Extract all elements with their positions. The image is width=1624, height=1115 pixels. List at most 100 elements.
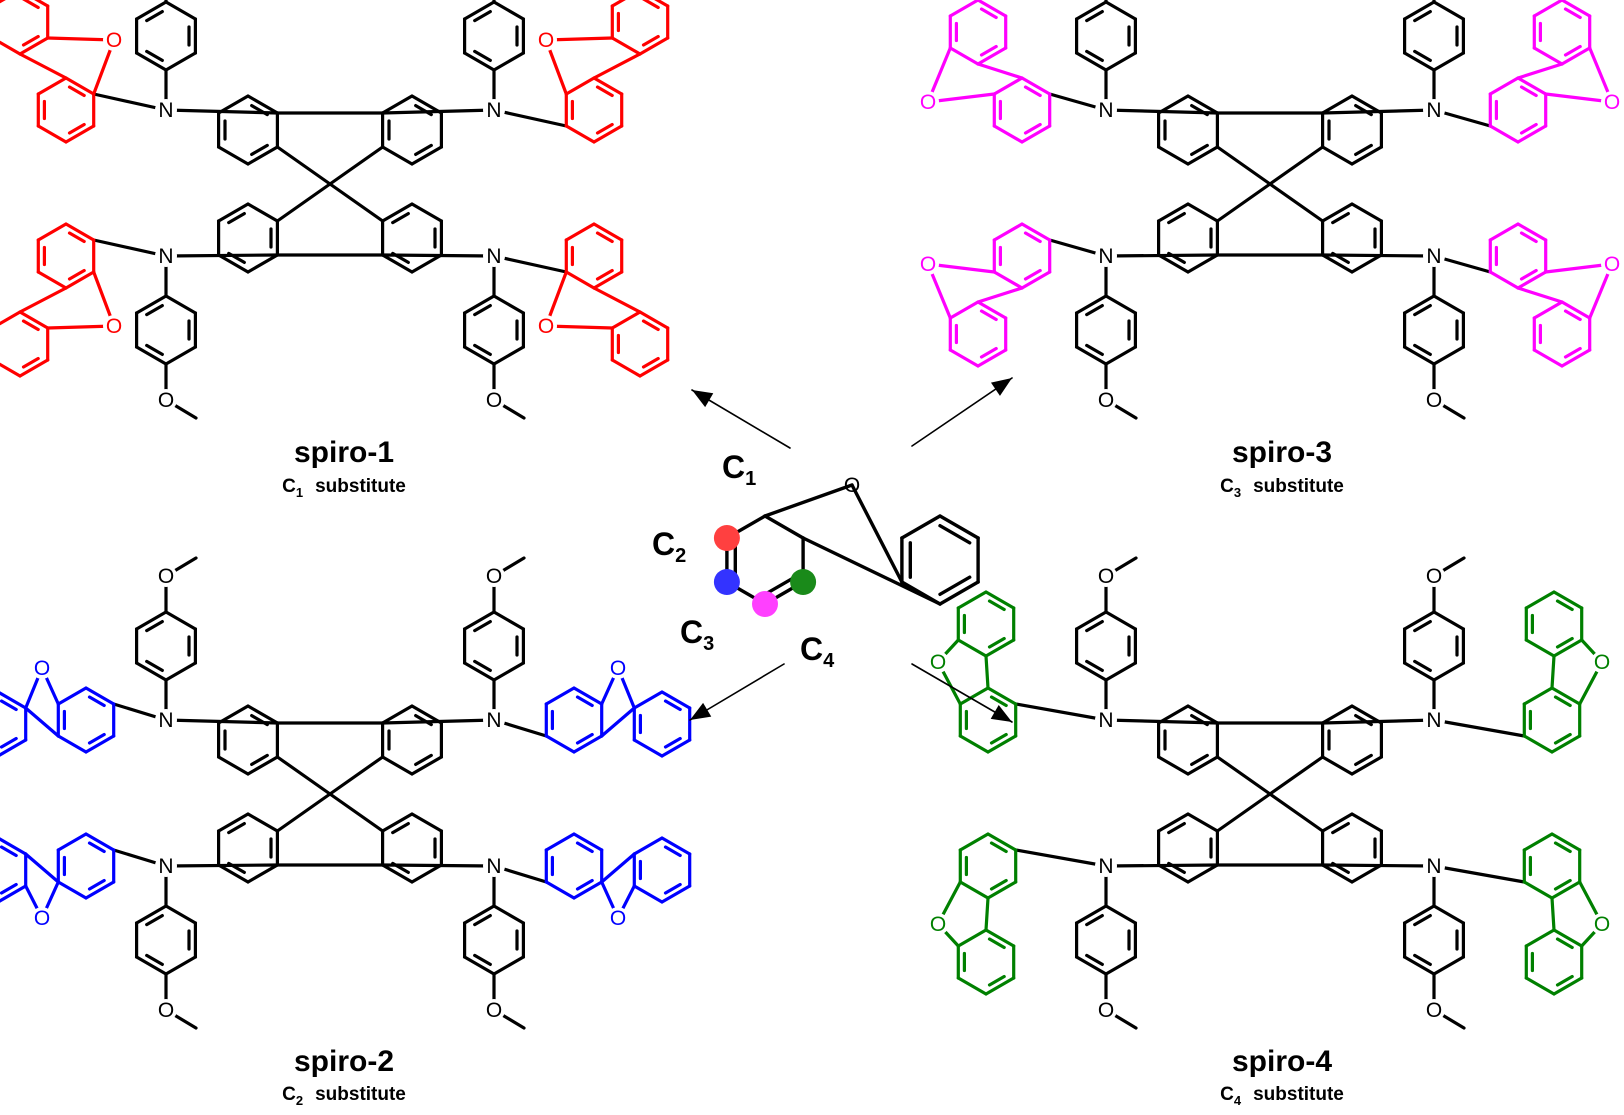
spiro-bond [1215,792,1272,833]
ring-bond [381,704,414,725]
ring-bond [56,880,88,900]
ring-bond [1350,202,1384,223]
ring-bond [36,76,68,96]
ring-bond [1532,348,1564,368]
double-bond [1413,913,1432,927]
ring-bond [986,686,1018,706]
ring-bond [1320,812,1354,833]
ring-bond [0,884,28,903]
dbf-ring-a [56,832,116,900]
ring-bond [1432,51,1466,72]
oxygen-atom: O [1098,565,1114,588]
furan-bond [24,706,60,738]
ring-bond [544,880,576,900]
double-bond [1413,49,1432,63]
nitrogen-atom-mask [1423,855,1445,877]
double-bond [1354,143,1373,156]
ring-bond [1350,755,1384,776]
ring-bond [1402,904,1436,925]
ring-bond [164,0,197,21]
nitrogen-atom-mask [1095,709,1117,731]
dbf-oxygen-atom: O [538,315,554,338]
ring-bond [135,904,168,925]
methoxyphenyl-ring [1402,0,1466,72]
dbf-ring-b [610,310,670,378]
double-bond [1085,49,1104,63]
ring-bond [246,863,279,884]
double-bond [1519,268,1538,281]
ring-bond [1350,863,1384,884]
ring-bond [956,590,988,610]
dbf-oxygen-atom: O [920,253,936,276]
double-bond [575,841,594,854]
dibenzofuran-substituent [936,848,1108,948]
dbf-oxygen-atom: O [610,657,626,680]
ring-bond [1156,863,1190,884]
ring-bond [1320,202,1354,223]
oxygen-atom: O [1426,999,1442,1022]
dbf-ring-a [544,832,604,900]
furan-bond [976,286,1024,304]
ring-bond [592,270,624,290]
ring-bond [1560,0,1592,18]
ring-bond [246,253,279,274]
ring-bond [410,202,443,223]
nitrogen-atom-mask [155,709,177,731]
oxygen-atom-mask [1423,389,1445,411]
ring-bond [381,253,414,274]
dbf-oxygen-atom: O [1594,913,1610,936]
double-bond [1555,974,1574,987]
dbf-oxygen-atom-mask [1601,91,1623,113]
arrow-to-spiro-1 [691,389,791,449]
oxygen-atom: O [158,565,174,588]
dibenzofuran-substituent [926,46,1108,112]
ring-bond [463,610,496,631]
double-bond [979,7,998,20]
ring-bond [610,310,642,330]
ring-bond [956,638,988,658]
ring-bond [135,51,168,72]
furan-bond [600,852,636,884]
ring-bond [410,704,443,725]
ring-bond [592,76,624,96]
spiro-bond [1268,145,1325,186]
compound-name: spiro-4 [1232,1045,1332,1078]
ring-bond [1074,0,1108,21]
dbf-ring-b [956,590,1016,658]
ring-bond [18,36,50,56]
compound-name: spiro-1 [294,436,394,469]
double-bond [391,861,410,875]
double-bond [1413,953,1432,967]
ring-bond [1432,610,1466,631]
dibenzofuran-substituent [926,238,1108,320]
double-bond [22,0,40,10]
ring-bond [992,222,1024,242]
position-dot-c3 [752,591,778,617]
ring-bond [1516,270,1548,290]
furan-bond [18,286,68,314]
spiro-bond [1268,792,1325,833]
double-bond [575,732,594,745]
ring-bond [1522,686,1554,706]
ring-bond [135,0,168,21]
ring-bond [18,310,50,330]
ring-bond [246,94,279,115]
double-bond [641,356,660,369]
ring-bond [1560,348,1592,368]
dbf-oxygen-atom-mask [31,907,53,929]
ring-bond [958,686,990,706]
double-bond [1553,878,1572,891]
position-label-c1: C1 [722,449,756,490]
double-bond [1413,343,1432,356]
oxygen-atom-mask [1095,565,1117,587]
methoxyphenyl-ring [1402,294,1466,366]
ring-bond [900,514,942,540]
ring-bond [1320,253,1354,274]
double-bond [979,309,998,322]
ring-bond [246,755,279,776]
double-bond [87,878,106,891]
dbf-ring-b [0,0,50,56]
